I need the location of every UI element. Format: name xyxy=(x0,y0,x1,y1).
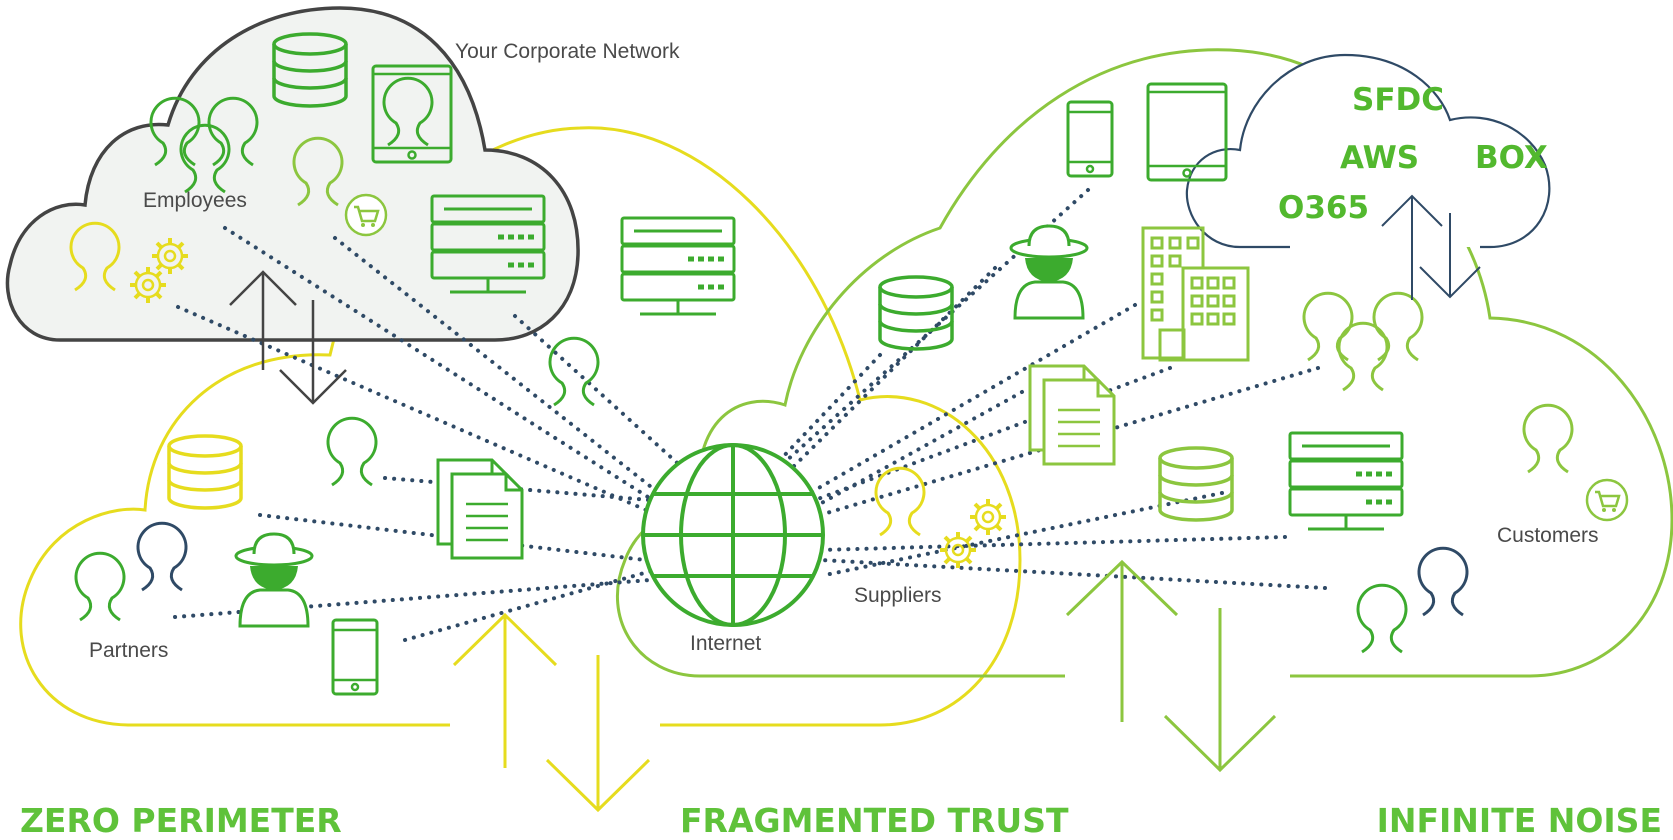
saas-arrows xyxy=(1381,194,1481,300)
phone-icon xyxy=(1066,100,1114,178)
corporate-network-label: Your Corporate Network xyxy=(455,40,680,63)
saas-sfdc: SFDC xyxy=(1352,82,1444,118)
internet-label: Internet xyxy=(690,632,761,655)
tablet-icon xyxy=(1146,82,1228,182)
server-icon xyxy=(622,218,734,314)
phone-icon xyxy=(331,618,379,696)
document-icon xyxy=(450,472,524,560)
gear-icon xyxy=(968,497,1008,537)
database-icon xyxy=(167,434,243,510)
suppliers-label: Suppliers xyxy=(854,584,942,607)
saas-o365: O365 xyxy=(1278,190,1369,226)
server-icon xyxy=(1290,433,1402,529)
database-icon xyxy=(878,275,954,351)
saas-box: BOX xyxy=(1475,140,1548,176)
employees-label: Employees xyxy=(143,189,247,212)
partners-label: Partners xyxy=(89,639,168,662)
saas-aws: AWS xyxy=(1340,140,1419,176)
fragmented-trust-arrows xyxy=(1065,559,1277,773)
heading-infinite-noise: INFINITE NOISE xyxy=(1377,801,1662,840)
cart-icon xyxy=(1585,478,1629,522)
dotted-connections xyxy=(173,188,1327,642)
person-icon xyxy=(874,466,926,537)
partners-group-icon xyxy=(74,521,188,622)
corporate-arrows xyxy=(229,270,347,405)
building-icon xyxy=(1141,226,1250,362)
document-icon xyxy=(1042,378,1116,466)
person-icon xyxy=(326,416,378,487)
heading-fragmented-trust: FRAGMENTED TRUST xyxy=(680,801,1069,840)
customers-label: Customers xyxy=(1497,524,1599,547)
corporate-cloud xyxy=(5,6,580,342)
customers-group-icon xyxy=(1356,546,1469,654)
saas-cloud xyxy=(1185,53,1551,249)
globe-icon xyxy=(641,443,825,627)
yellow-cloud xyxy=(19,126,1022,727)
spy-icon xyxy=(234,532,314,628)
person-icon xyxy=(1522,403,1574,474)
heading-zero-perimeter: ZERO PERIMETER xyxy=(20,801,342,840)
gear-icon xyxy=(938,530,978,570)
spy-icon xyxy=(1009,224,1089,320)
zero-perimeter-arrows xyxy=(452,612,651,813)
group-icon xyxy=(1302,291,1424,392)
cart-icon xyxy=(344,193,388,237)
database-icon xyxy=(1158,446,1234,522)
